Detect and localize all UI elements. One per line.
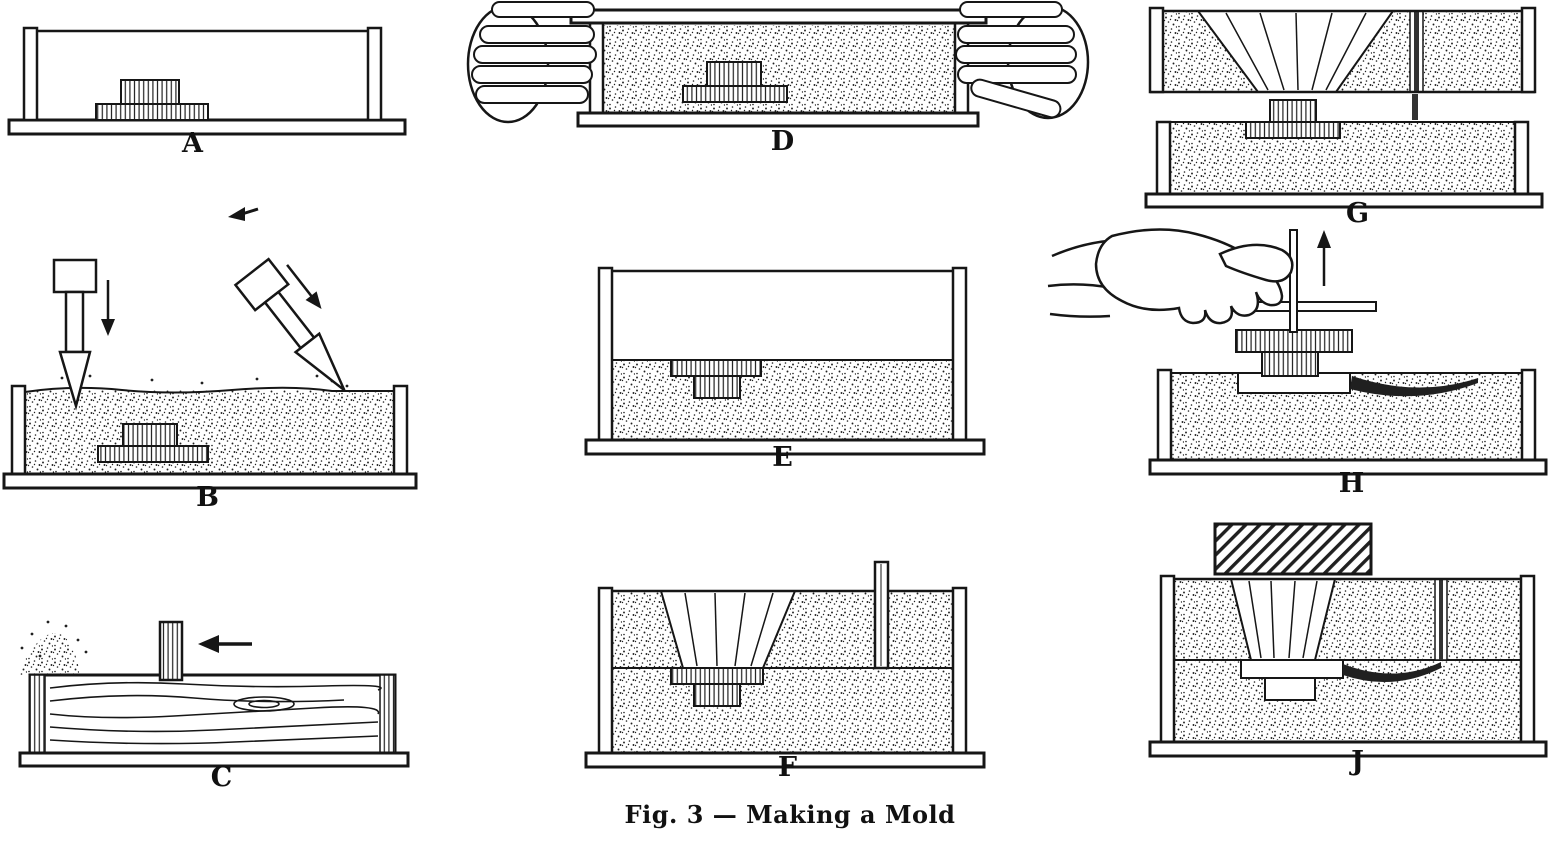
gate-channel (1343, 662, 1441, 683)
cope-wall-right (1520, 6, 1537, 94)
flask-wall-left (597, 266, 614, 442)
motion-arrow (228, 207, 259, 221)
panel-e-drawing (584, 266, 986, 456)
buried-pattern (97, 423, 209, 463)
right-hand (955, 1, 1090, 120)
casting-pattern (1245, 99, 1341, 139)
flask-wall-right (1520, 368, 1537, 462)
hand (1047, 228, 1294, 325)
bottom-board (1148, 458, 1548, 476)
draw-spike (1289, 229, 1298, 333)
wood-grain (49, 681, 382, 745)
funnel-lines (684, 592, 774, 667)
rammer-angled (233, 257, 346, 392)
bottom-board (584, 751, 986, 769)
panel-e-label: E (772, 442, 794, 473)
flask-wall-left (1159, 574, 1176, 744)
motion-arrow (198, 635, 252, 653)
loose-sand-dots (60, 374, 349, 388)
panel-c-label: C (210, 762, 234, 793)
flask-wall-right (366, 26, 383, 122)
panel-g-drawing (1144, 6, 1544, 209)
panel-b-label: B (196, 482, 220, 513)
panel-g-label: G (1345, 198, 1371, 229)
loose-sand-dots (20, 620, 88, 658)
flask-wall-left (1156, 368, 1173, 462)
panel-d-drawing (466, 1, 1090, 128)
flask-wall-right (951, 266, 968, 442)
panel-c-drawing (18, 620, 410, 768)
panel-j-label: J (1351, 746, 1365, 777)
rammer-vertical (52, 258, 115, 411)
mold-weight (1213, 522, 1373, 576)
flask-wall-right (951, 586, 968, 755)
bottom-board (576, 111, 980, 128)
up-arrow (1317, 230, 1331, 286)
board-end-grain-right (379, 674, 396, 754)
figure-caption: Fig. 3 — Making a Mold (624, 800, 956, 829)
bottom-board (584, 438, 986, 456)
board-end-grain-left (29, 674, 46, 754)
drag-wall-right (1513, 120, 1530, 196)
panel-j-drawing (1148, 522, 1548, 758)
flask-wall-left (22, 26, 39, 122)
top-board (569, 8, 988, 25)
cope-wall-left (1148, 6, 1165, 94)
panel-f-drawing (584, 560, 986, 769)
panel-f-label: F (777, 752, 799, 783)
casting-pattern (682, 61, 788, 103)
bottom-board (2, 472, 418, 490)
left-hand (466, 1, 597, 124)
bottom-board (1148, 740, 1548, 758)
drag-sand (1170, 122, 1515, 194)
flask-wall-left (10, 384, 27, 476)
panel-h-label: H (1338, 468, 1366, 499)
flask-wall-right (1519, 574, 1536, 744)
drag-wall-left (1155, 120, 1172, 196)
sand-pile (18, 633, 80, 675)
bottom-board (1144, 192, 1544, 209)
sprue-pin (873, 560, 890, 670)
funnel-lines (1225, 12, 1367, 91)
bottom-board (18, 751, 410, 768)
panel-a-label: A (182, 128, 204, 159)
flask-wall-left (597, 586, 614, 755)
mold-cavity (1240, 659, 1344, 701)
panel-d-label: D (770, 126, 796, 157)
flask-wall-right (392, 384, 409, 476)
strike-bar (158, 620, 184, 682)
gate-channel (1350, 376, 1478, 397)
casting-pattern (95, 79, 209, 121)
casting-pattern (670, 359, 762, 399)
sprue-hole (1409, 10, 1424, 120)
sand-fill (612, 360, 953, 440)
sprue-hole (1434, 578, 1448, 661)
panel-h-drawing (1047, 228, 1548, 476)
panel-a-drawing (7, 26, 407, 136)
funnel-lines (1248, 580, 1318, 659)
bottom-board (7, 118, 407, 136)
lifted-pattern (1235, 329, 1353, 377)
sand-fill (25, 390, 394, 474)
panel-b-drawing (2, 207, 418, 490)
casting-pattern (670, 667, 764, 707)
